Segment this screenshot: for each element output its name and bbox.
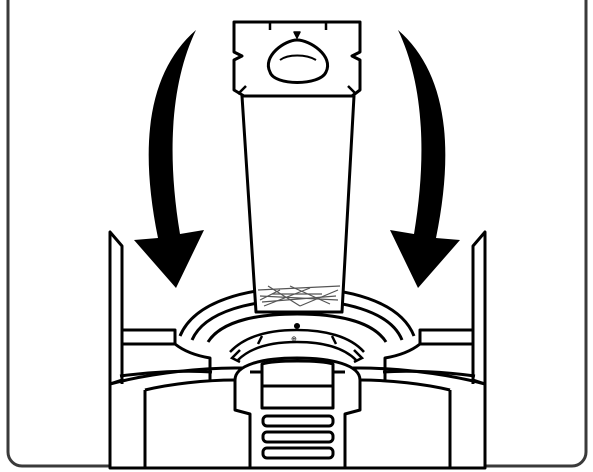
filter-bag-crinkles (257, 285, 341, 307)
filter-seat-ring: ⊕ (229, 322, 365, 364)
svg-text:⊕: ⊕ (291, 336, 297, 343)
down-arrow-icon (134, 30, 204, 288)
filter-bag-icon (232, 20, 362, 314)
canister-icon (108, 230, 487, 470)
down-arrow-icon (390, 30, 460, 288)
release-latch-icon (233, 356, 362, 470)
